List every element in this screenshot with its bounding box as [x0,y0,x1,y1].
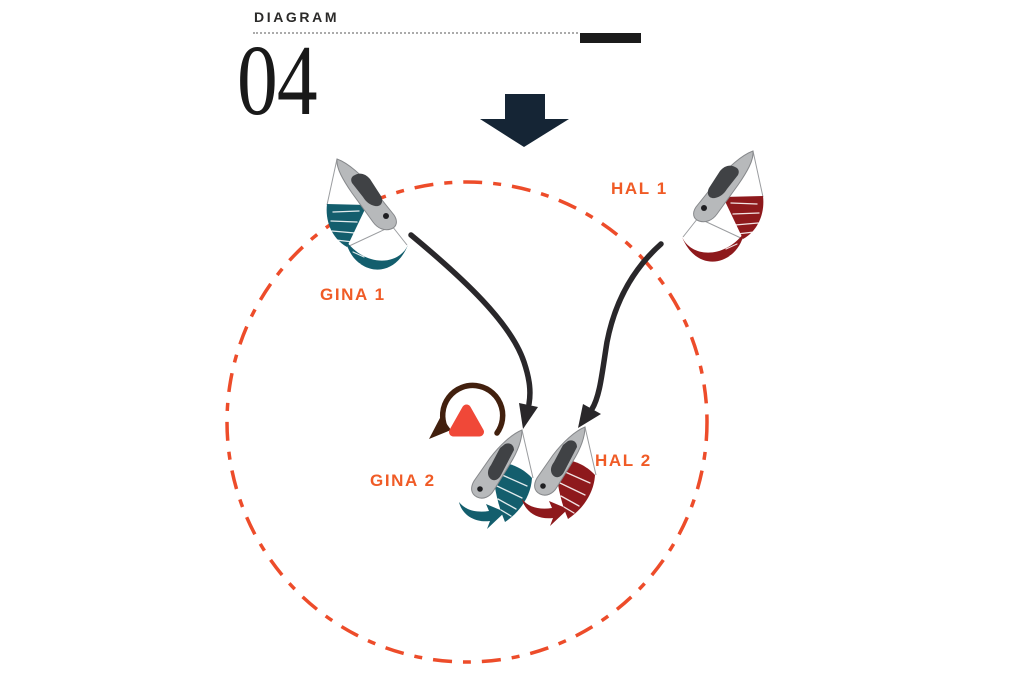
label-gina-2: GINA 2 [370,471,436,490]
diagram-number: 04 [237,24,318,137]
zone-circle-icon [225,180,709,664]
label-hal-1: HAL 1 [611,179,668,198]
rounding-arrowhead-icon [429,416,451,439]
label-gina-1: GINA 1 [320,285,386,304]
diagram-eyebrow: DIAGRAM [254,9,340,25]
track-gina-icon [408,232,538,429]
rounding-arrow-icon [439,382,506,436]
label-hal-2: HAL 2 [595,451,652,470]
mark-group [429,382,506,439]
dotted-rule [253,32,578,34]
boat-gina-1 [325,158,409,271]
boat-gina-2 [458,429,534,530]
header-bar [580,33,641,43]
track-hal-icon [578,241,664,428]
wind-arrow-icon [480,94,569,147]
boat-hal-1 [681,150,765,263]
mark-icon [449,404,484,437]
